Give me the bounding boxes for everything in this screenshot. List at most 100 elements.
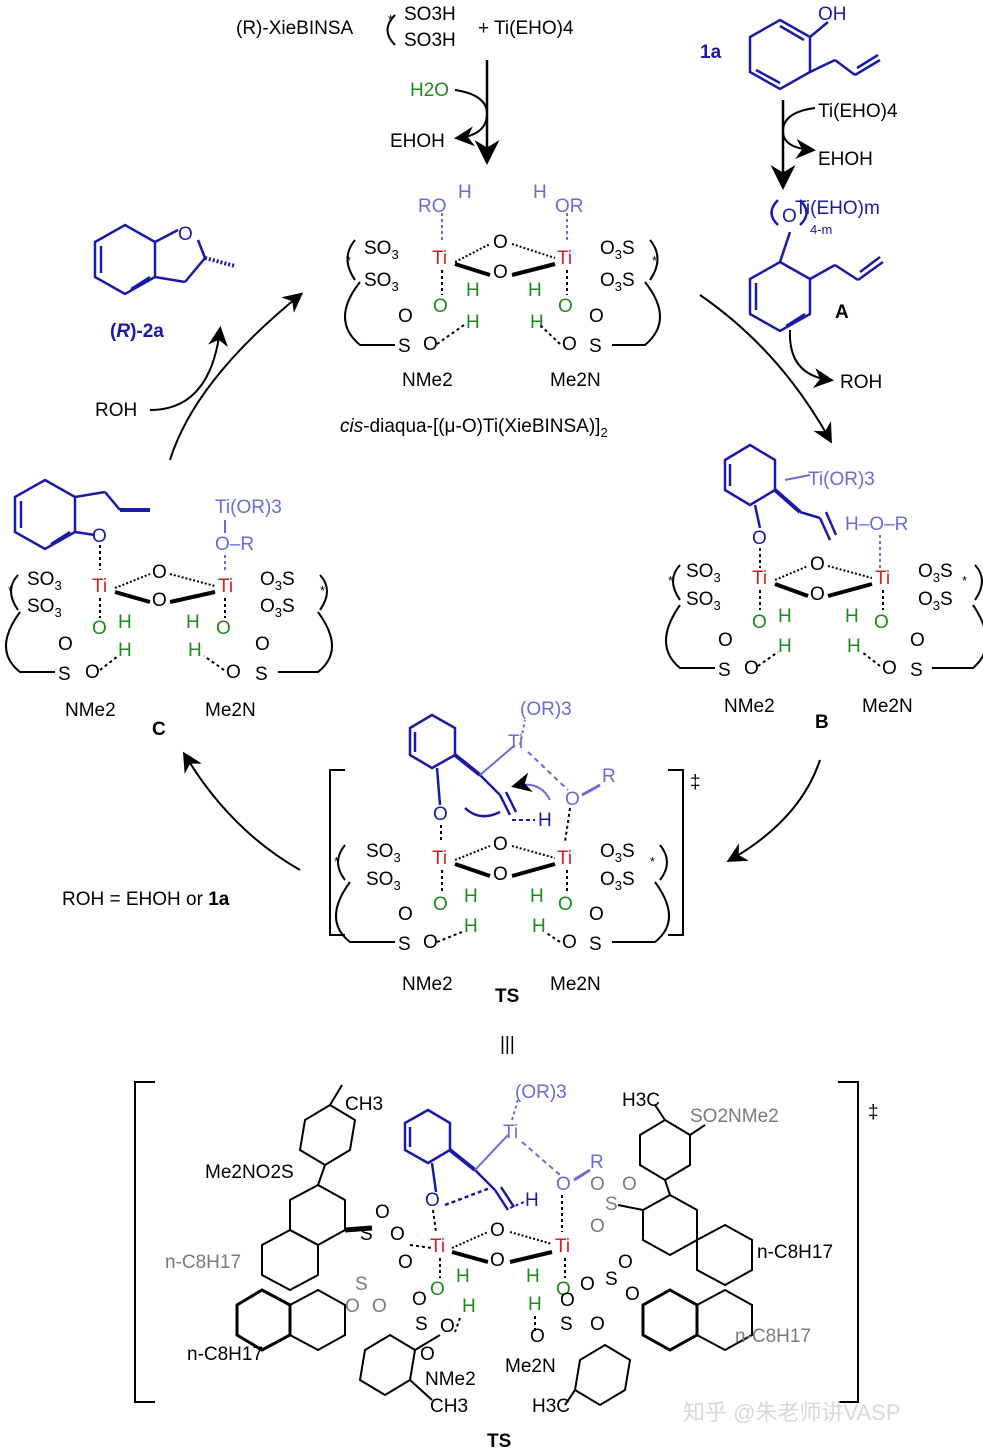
ts-r: R <box>602 766 616 787</box>
svg-text:O3S: O3S <box>600 270 635 294</box>
svg-text:O: O <box>398 306 413 327</box>
svg-text:O: O <box>589 306 604 327</box>
svg-text:S: S <box>398 336 411 357</box>
bottom-ch3-bot: CH3 <box>430 1396 468 1417</box>
svg-text:SO3: SO3 <box>686 589 721 613</box>
svg-text:SO3: SO3 <box>364 270 399 294</box>
a-roh: ROH <box>840 372 882 393</box>
label-b: B <box>815 712 829 733</box>
intermediate-c: O Ti(OR)3 O–R * * SO3 SO3 O3S O3S Ti Ti … <box>5 478 333 740</box>
resting-me2n: Me2N <box>550 370 601 391</box>
svg-text:O: O <box>178 224 193 245</box>
svg-text:H: H <box>456 1266 470 1287</box>
svg-text:O: O <box>744 658 759 679</box>
b-nme2: NMe2 <box>724 696 775 717</box>
svg-text:SO3: SO3 <box>364 238 399 262</box>
phenol-oh: OH <box>818 4 847 25</box>
svg-text:H: H <box>845 606 859 627</box>
svg-text:O: O <box>622 1174 637 1195</box>
svg-text:O: O <box>398 1252 413 1273</box>
svg-text:O: O <box>562 334 577 355</box>
svg-text:H: H <box>528 280 542 301</box>
b-ti-group: Ti(OR)3 <box>808 469 875 490</box>
svg-text:H: H <box>118 640 132 661</box>
svg-text:H: H <box>528 1294 542 1315</box>
resting-ro-left: RO <box>418 196 447 217</box>
catalyst-label: (R)-XieBINSA <box>236 18 354 39</box>
intermediate-b: Ti(OR)3 O H–O–R * * SO3 SO3 O3S O3S Ti T… <box>665 443 983 733</box>
cycle-arrow-top-left <box>169 292 304 461</box>
svg-text:*: * <box>320 583 325 598</box>
intermediate-a <box>748 199 884 333</box>
svg-text:H: H <box>464 916 478 937</box>
resting-state: * * SO3 SO3 O3S O3S Ti Ti O O RO H H OR … <box>340 182 661 440</box>
resting-ti-left: Ti <box>432 248 447 269</box>
svg-text:O: O <box>590 1174 605 1195</box>
bottom-h3c-bot: H3C <box>532 1396 570 1417</box>
svg-text:O: O <box>226 662 241 683</box>
svg-text:O3S: O3S <box>918 589 953 613</box>
svg-text:O: O <box>390 1224 405 1245</box>
bottom-h3c-top: H3C <box>622 1090 660 1111</box>
ts-label: TS <box>495 986 519 1007</box>
svg-text:O: O <box>92 618 107 639</box>
svg-text:O: O <box>430 1279 445 1300</box>
svg-text:O: O <box>433 894 448 915</box>
ehoh-byproduct-top: EHOH <box>390 131 445 152</box>
ts-nme2: NMe2 <box>402 974 453 995</box>
resting-or-right: OR <box>555 196 584 217</box>
svg-text:S: S <box>910 660 923 681</box>
svg-text:O: O <box>423 932 438 953</box>
svg-text:*: * <box>388 12 393 27</box>
bottom-so2nme2: SO2NMe2 <box>690 1106 779 1127</box>
resting-state-name: cis-diaqua-[(μ-O)Ti(XieBINSA)]2 <box>340 416 608 440</box>
svg-text:O: O <box>152 562 167 583</box>
svg-text:S: S <box>255 664 268 685</box>
svg-text:SO3: SO3 <box>686 561 721 585</box>
svg-text:H: H <box>188 640 202 661</box>
svg-text:S: S <box>589 336 602 357</box>
bottom-dagger: ‡ <box>868 1102 879 1123</box>
so3h-upper: SO3H <box>404 4 456 25</box>
svg-text:*: * <box>334 854 339 869</box>
svg-text:S: S <box>58 664 71 685</box>
svg-text:O: O <box>910 630 925 651</box>
label-r-2a: (R)-2a <box>110 321 164 342</box>
svg-text:H: H <box>530 312 544 333</box>
c-me2n: Me2N <box>205 700 256 721</box>
svg-text:S: S <box>560 1314 573 1335</box>
watermark: 知乎 @朱老师讲VASP <box>683 1400 901 1425</box>
svg-text:SO3: SO3 <box>27 569 62 593</box>
svg-text:O: O <box>440 1316 455 1337</box>
svg-text:O: O <box>152 590 167 611</box>
svg-text:O: O <box>558 296 573 317</box>
svg-text:O3S: O3S <box>600 238 635 262</box>
svg-text:O3S: O3S <box>260 569 295 593</box>
svg-text:H: H <box>186 612 200 633</box>
detailed-ts: ‡ CH3 Me2NO2S n-C8H17 S O O O S O O n-C8… <box>134 1081 879 1451</box>
label-c: C <box>152 719 166 740</box>
b-hor: H–O–R <box>845 514 908 535</box>
bottom-noctyl-bl: n-C8H17 <box>187 1344 263 1365</box>
cycle-arrow-bottom-left <box>182 751 301 871</box>
svg-text:H: H <box>533 182 547 203</box>
bottom-ti-right: Ti <box>555 1236 570 1257</box>
svg-text:O3S: O3S <box>260 596 295 620</box>
svg-text:H: H <box>526 1266 540 1287</box>
svg-text:O: O <box>493 834 508 855</box>
svg-text:S: S <box>355 1274 368 1295</box>
svg-text:H: H <box>118 612 132 633</box>
svg-text:S: S <box>605 1269 618 1290</box>
so3h-lower: SO3H <box>404 30 456 51</box>
c-ti-group: Ti(OR)3 <box>215 497 282 518</box>
svg-text:O: O <box>874 612 889 633</box>
bottom-or3: (OR)3 <box>515 1082 567 1103</box>
svg-text:O: O <box>752 528 767 549</box>
svg-text:O: O <box>375 1202 390 1223</box>
ts-ti-right: Ti <box>557 848 572 869</box>
svg-text:O: O <box>562 932 577 953</box>
bottom-noctyl-tl: n-C8H17 <box>165 1252 241 1273</box>
ts-dagger: ‡ <box>690 772 701 793</box>
ts-equiv: ||| <box>500 1034 515 1055</box>
svg-text:O3S: O3S <box>600 869 635 893</box>
